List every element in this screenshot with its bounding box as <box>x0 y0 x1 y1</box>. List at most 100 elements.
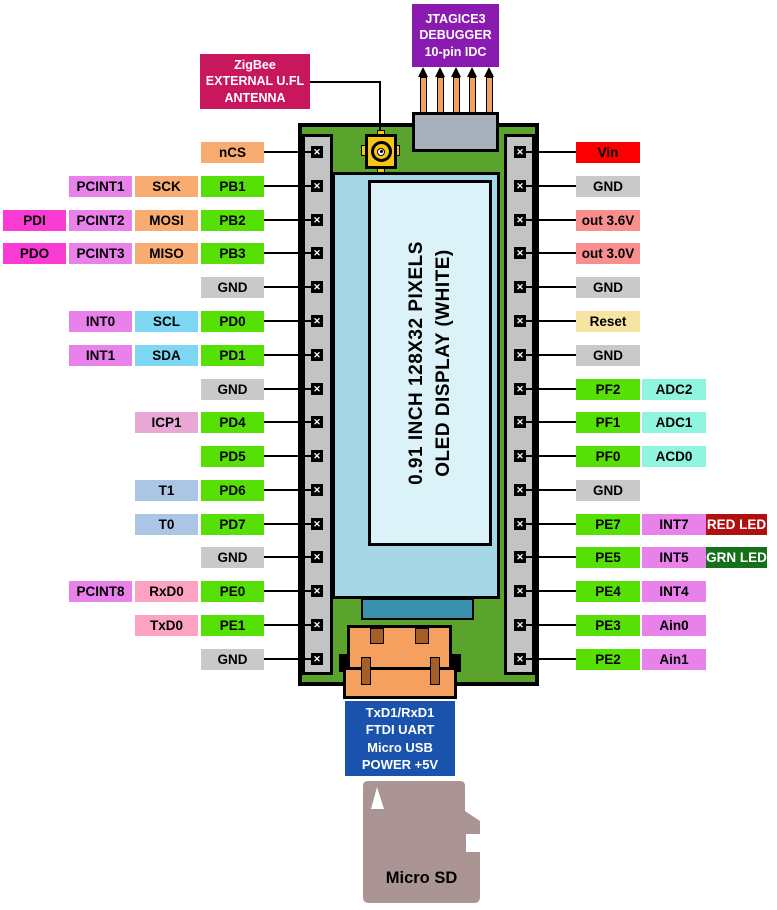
jtag-line3: 10-pin IDC <box>424 44 487 59</box>
connector-line <box>264 219 317 221</box>
connector-line <box>520 219 577 221</box>
pin-label: Ain0 <box>642 614 706 636</box>
pin-label: GND <box>201 378 264 400</box>
jtag-pin-tip-icon <box>484 67 494 77</box>
ftdi-line1: TxD1/RxD1 <box>365 704 435 720</box>
pin-pad-icon: ✕ <box>514 281 526 293</box>
jtag-pin <box>486 77 493 114</box>
pin-label: PCINT8 <box>69 580 132 602</box>
pin-pad-icon: ✕ <box>311 484 323 496</box>
pin-label: GND <box>201 546 264 568</box>
jtag-pin <box>453 77 460 114</box>
pin-label: SCK <box>135 175 198 197</box>
pin-pad-icon: ✕ <box>514 653 526 665</box>
pin-pad-icon: ✕ <box>514 247 526 259</box>
pin-label: PD5 <box>201 445 264 467</box>
pin-label: PE1 <box>201 614 264 636</box>
pin-pad-icon: ✕ <box>514 484 526 496</box>
pin-label: Reset <box>576 310 640 332</box>
pin-label: T0 <box>135 513 198 535</box>
pin-pad-icon: ✕ <box>514 315 526 327</box>
pin-pad-icon: ✕ <box>514 349 526 361</box>
pin-pad-icon: ✕ <box>514 383 526 395</box>
pin-pad-icon: ✕ <box>311 653 323 665</box>
jtag-pin-tip-icon <box>467 67 477 77</box>
pin-label: RxD0 <box>135 580 198 602</box>
pin-label: PF0 <box>576 445 640 467</box>
usb-connector-body <box>347 625 452 670</box>
microsd-card-shape <box>363 781 480 903</box>
pin-label: GND <box>576 175 640 197</box>
pin-label: PE2 <box>576 648 640 670</box>
pin-pad-icon: ✕ <box>514 619 526 631</box>
zigbee-line2: EXTERNAL U.FL <box>205 74 305 89</box>
jtag-line2: DEBUGGER <box>419 28 492 43</box>
pin-label: PE5 <box>576 546 640 568</box>
usb-contact-right <box>415 628 429 644</box>
zigbee-callout: ZigBee EXTERNAL U.FL ANTENNA <box>200 54 310 109</box>
pin-label: PCINT1 <box>69 175 132 197</box>
pin-label: PD4 <box>201 411 264 433</box>
jtag-pin <box>437 77 444 114</box>
connector-line <box>264 658 317 660</box>
pin-pad-icon: ✕ <box>311 585 323 597</box>
pin-pad-icon: ✕ <box>311 416 323 428</box>
oled-text-line1: 0.91 INCH 128X32 PIXELS <box>406 241 427 485</box>
pin-label: PB2 <box>201 209 264 231</box>
jtag-line1: JTAGICE3 <box>425 11 486 26</box>
pin-label: PE7 <box>576 513 640 535</box>
pin-pad-icon: ✕ <box>514 551 526 563</box>
pin-label: ADC2 <box>642 378 706 400</box>
pin-label: ADC1 <box>642 411 706 433</box>
pin-label: TxD0 <box>135 614 198 636</box>
pin-pad-icon: ✕ <box>514 585 526 597</box>
pin-label: GND <box>576 479 640 501</box>
usb-anchor-right <box>430 657 440 685</box>
pin-label: MOSI <box>135 209 198 231</box>
pin-label: SDA <box>135 344 198 366</box>
jtag-idc-connector <box>412 112 499 152</box>
connector-line <box>264 185 317 187</box>
connector-line <box>264 590 317 592</box>
connector-line <box>264 354 317 356</box>
pin-pad-icon: ✕ <box>311 180 323 192</box>
pin-label: MISO <box>135 242 198 264</box>
pin-label: PE4 <box>576 580 640 602</box>
pin-label: GND <box>576 344 640 366</box>
pin-label: INT1 <box>69 344 132 366</box>
connector-line <box>520 489 577 491</box>
pin-pad-icon: ✕ <box>311 281 323 293</box>
connector-line <box>264 388 317 390</box>
pin-label: PE0 <box>201 580 264 602</box>
ftdi-callout: TxD1/RxD1 FTDI UART Micro USB POWER +5V <box>345 701 455 776</box>
connector-line <box>520 151 577 153</box>
microsd-card <box>363 781 480 903</box>
jtag-pin <box>420 77 427 114</box>
pin-label: GND <box>201 276 264 298</box>
connector-line <box>264 421 317 423</box>
connector-line <box>520 421 577 423</box>
pin-pad-icon: ✕ <box>514 146 526 158</box>
connector-line <box>264 455 317 457</box>
pin-pad-icon: ✕ <box>311 146 323 158</box>
microsd-label: Micro SD <box>385 869 458 887</box>
pin-pad-icon: ✕ <box>311 315 323 327</box>
connector-line <box>264 624 317 626</box>
pin-label: INT5 <box>642 546 706 568</box>
pin-label: PCINT2 <box>69 209 132 231</box>
ufl-antenna <box>365 134 397 169</box>
pin-label: Ain1 <box>642 648 706 670</box>
connector-line <box>264 286 317 288</box>
pin-pad-icon: ✕ <box>311 551 323 563</box>
pin-pad-icon: ✕ <box>514 180 526 192</box>
jtag-pin-tip-icon <box>451 67 461 77</box>
jtag-callout: JTAGICE3 DEBUGGER 10-pin IDC <box>412 4 499 67</box>
connector-line <box>520 185 577 187</box>
pin-label: INT7 <box>642 513 706 535</box>
connector-line <box>264 523 317 525</box>
pin-label: PE3 <box>576 614 640 636</box>
jtag-pin-tip-icon <box>435 67 445 77</box>
connector-line <box>520 624 577 626</box>
pin-label: PF1 <box>576 411 640 433</box>
usb-anchor-left <box>361 657 371 685</box>
